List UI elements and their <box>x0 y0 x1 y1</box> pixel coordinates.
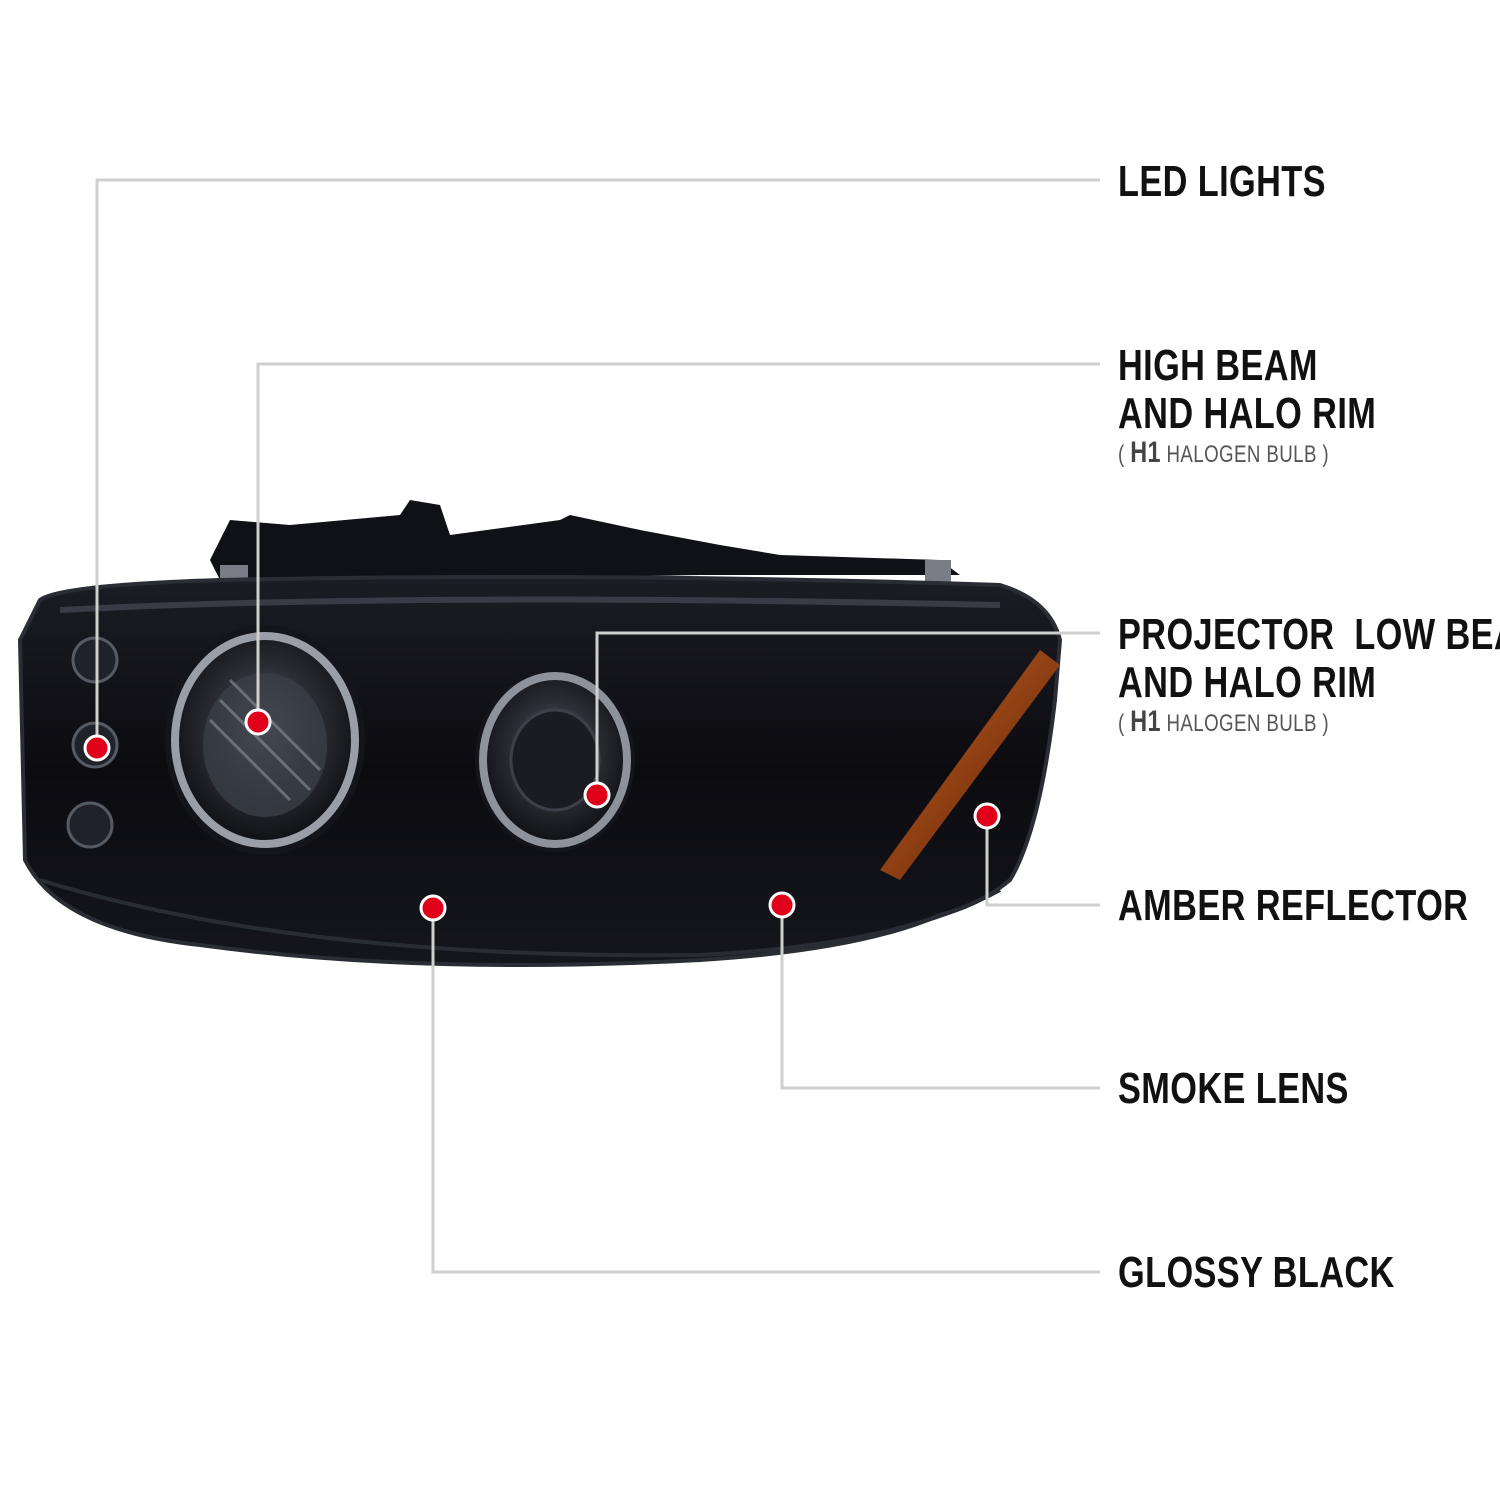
marker-dot-high-beam <box>244 708 272 736</box>
amber-reflector-shape <box>880 650 1060 880</box>
label-projector-bulb: ( H1 HALOGEN BULB ) <box>1118 705 1330 738</box>
leader-line-high-beam <box>256 362 1100 722</box>
label-glossy-black: GLOSSY BLACK <box>1118 1249 1395 1297</box>
high-beam-halo <box>165 625 365 855</box>
label-high-beam: HIGH BEAM AND HALO RIM ( H1 HALOGEN BULB… <box>1118 342 1376 470</box>
marker-dot-smoke-lens <box>768 891 796 919</box>
leader-line-projector <box>595 631 1100 795</box>
label-projector-line1: PROJECTOR LOW BEAM <box>1118 610 1500 659</box>
leader-lines <box>95 178 1100 1274</box>
label-smoke-lens: SMOKE LENS <box>1118 1065 1349 1113</box>
label-projector-line2: AND HALO RIM <box>1118 658 1377 707</box>
leader-line-smoke-lens <box>780 905 1100 1090</box>
projector-halo <box>475 668 635 852</box>
label-smoke-lens-title: SMOKE LENS <box>1118 1064 1349 1113</box>
label-high-beam-bulb: ( H1 HALOGEN BULB ) <box>1118 436 1330 469</box>
label-high-beam-line1: HIGH BEAM <box>1118 341 1318 390</box>
label-high-beam-line2: AND HALO RIM <box>1118 389 1377 438</box>
leader-line-amber-reflector <box>985 816 1100 907</box>
leader-line-glossy-black <box>431 908 1100 1274</box>
marker-dot-amber-reflector <box>973 802 1001 830</box>
marker-dot-led-lights <box>83 734 111 762</box>
label-amber-reflector-title: AMBER REFLECTOR <box>1118 881 1469 930</box>
markers <box>83 708 1001 922</box>
label-projector: PROJECTOR LOW BEAM AND HALO RIM ( H1 HAL… <box>1118 611 1500 739</box>
marker-dot-glossy-black <box>419 894 447 922</box>
label-glossy-black-title: GLOSSY BLACK <box>1118 1248 1395 1297</box>
label-led-lights: LED LIGHTS <box>1118 158 1326 206</box>
marker-dot-projector <box>583 781 611 809</box>
label-led-lights-title: LED LIGHTS <box>1118 157 1326 206</box>
label-amber-reflector: AMBER REFLECTOR <box>1118 882 1468 930</box>
leader-line-led-lights <box>95 178 1100 748</box>
